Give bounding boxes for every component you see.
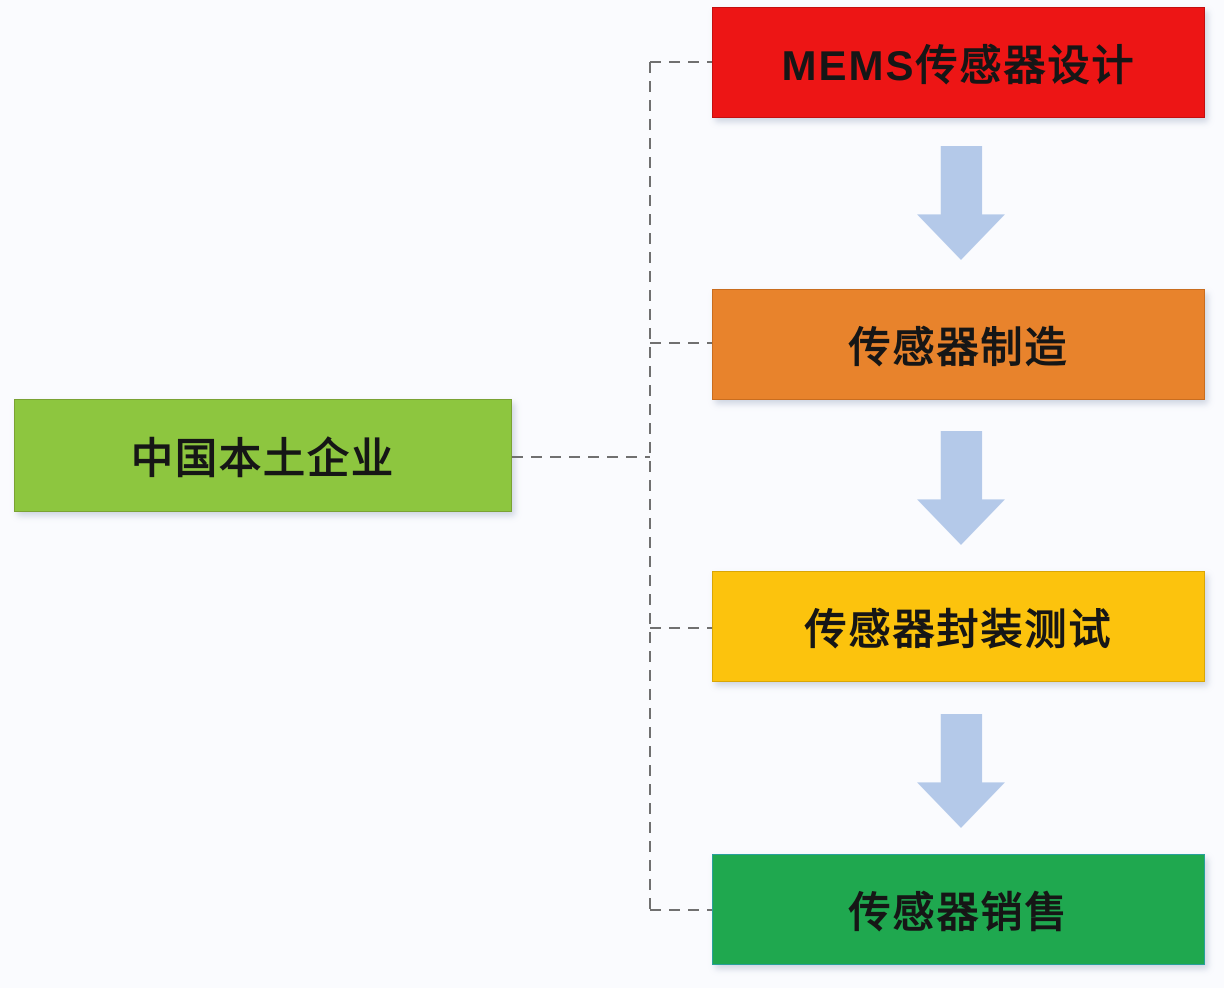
stage-box-label: 传感器销售 xyxy=(848,889,1069,936)
stage-box-label: 传感器封装测试 xyxy=(804,606,1113,653)
connector-stub-design xyxy=(650,61,712,63)
stage-box-sensor-sales: 传感器销售 xyxy=(712,854,1205,965)
stage-box-mems-sensor-design: MEMS传感器设计 xyxy=(712,7,1205,118)
stage-box-label: 传感器制造 xyxy=(848,324,1069,371)
source-box-china-local-enterprises: 中国本土企业 xyxy=(14,399,512,512)
connector-stub-packaging xyxy=(650,627,712,629)
stage-box-sensor-manufacturing: 传感器制造 xyxy=(712,289,1205,400)
connector-vertical-trunk xyxy=(649,62,651,910)
connector-main-horizontal xyxy=(512,456,650,458)
connector-stub-sales xyxy=(650,909,712,911)
down-arrow-icon xyxy=(917,431,1005,545)
source-box-label: 中国本土企业 xyxy=(130,435,395,482)
stage-box-label: MEMS传感器设计 xyxy=(781,42,1136,89)
connector-stub-manufacturing xyxy=(650,342,712,344)
down-arrow-icon xyxy=(917,146,1005,260)
down-arrow-icon xyxy=(917,714,1005,828)
stage-box-sensor-packaging-testing: 传感器封装测试 xyxy=(712,571,1205,682)
